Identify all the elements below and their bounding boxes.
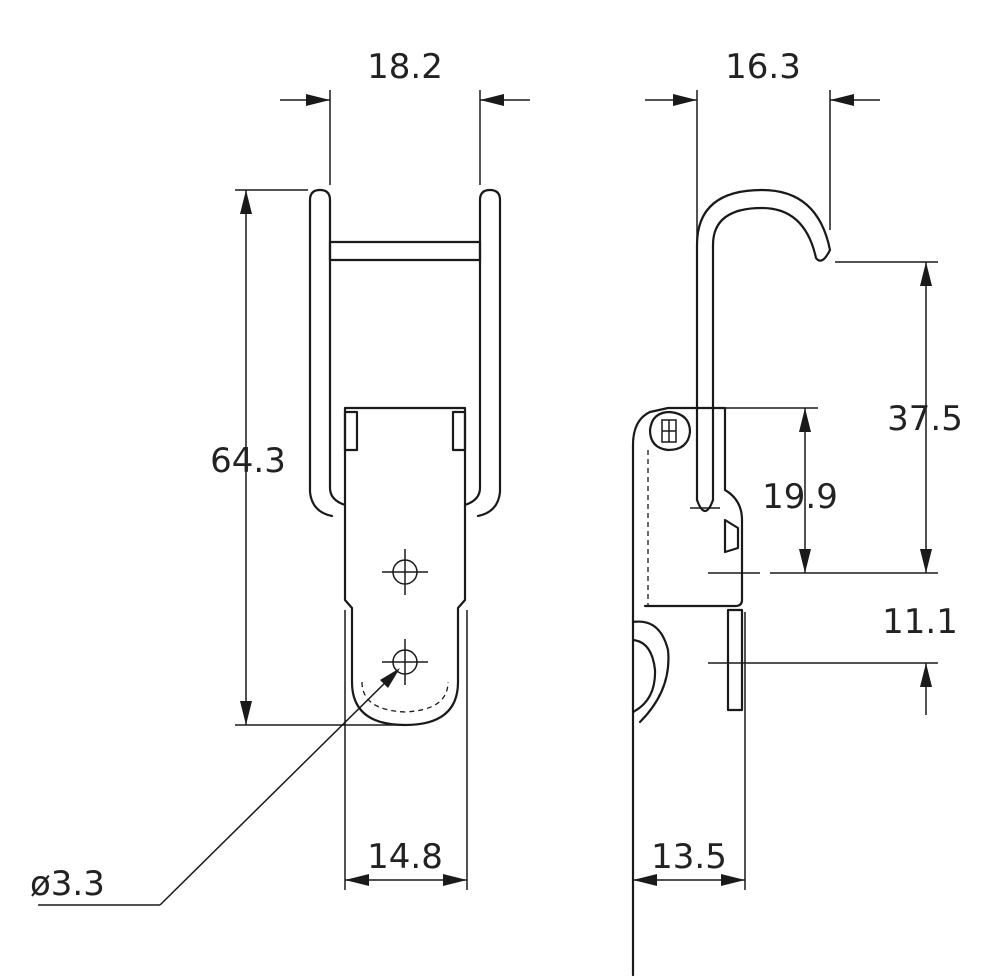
front-hinge-tab-right <box>451 410 467 452</box>
front-view <box>308 188 502 727</box>
side-hinge-knuckle <box>648 410 692 452</box>
front-hinge-tab-left <box>343 410 359 452</box>
dim-side-pivot-height: 19.9 <box>762 477 838 517</box>
side-lower-hook <box>631 620 670 724</box>
dim-side-base-width: 13.5 <box>651 837 727 877</box>
dim-side-upper-height: 37.5 <box>887 399 963 439</box>
front-wire-bail <box>308 188 502 518</box>
side-base-plate <box>631 406 744 977</box>
front-clip-body <box>343 406 467 727</box>
front-crossbar <box>328 240 482 262</box>
side-view <box>631 188 832 977</box>
dim-side-top-width: 16.3 <box>725 47 801 87</box>
dim-front-top-width: 18.2 <box>367 47 443 87</box>
side-latch-lever <box>723 518 744 712</box>
dimension-lines <box>38 90 938 906</box>
front-hook-hidden-line <box>361 681 449 713</box>
dim-side-lower-offset: 11.1 <box>882 602 958 642</box>
dim-front-base-width: 14.8 <box>367 837 443 877</box>
dim-hole-diameter: ø3.3 <box>30 864 105 904</box>
dim-front-height: 64.3 <box>210 441 286 481</box>
side-wire-hook <box>695 188 832 502</box>
